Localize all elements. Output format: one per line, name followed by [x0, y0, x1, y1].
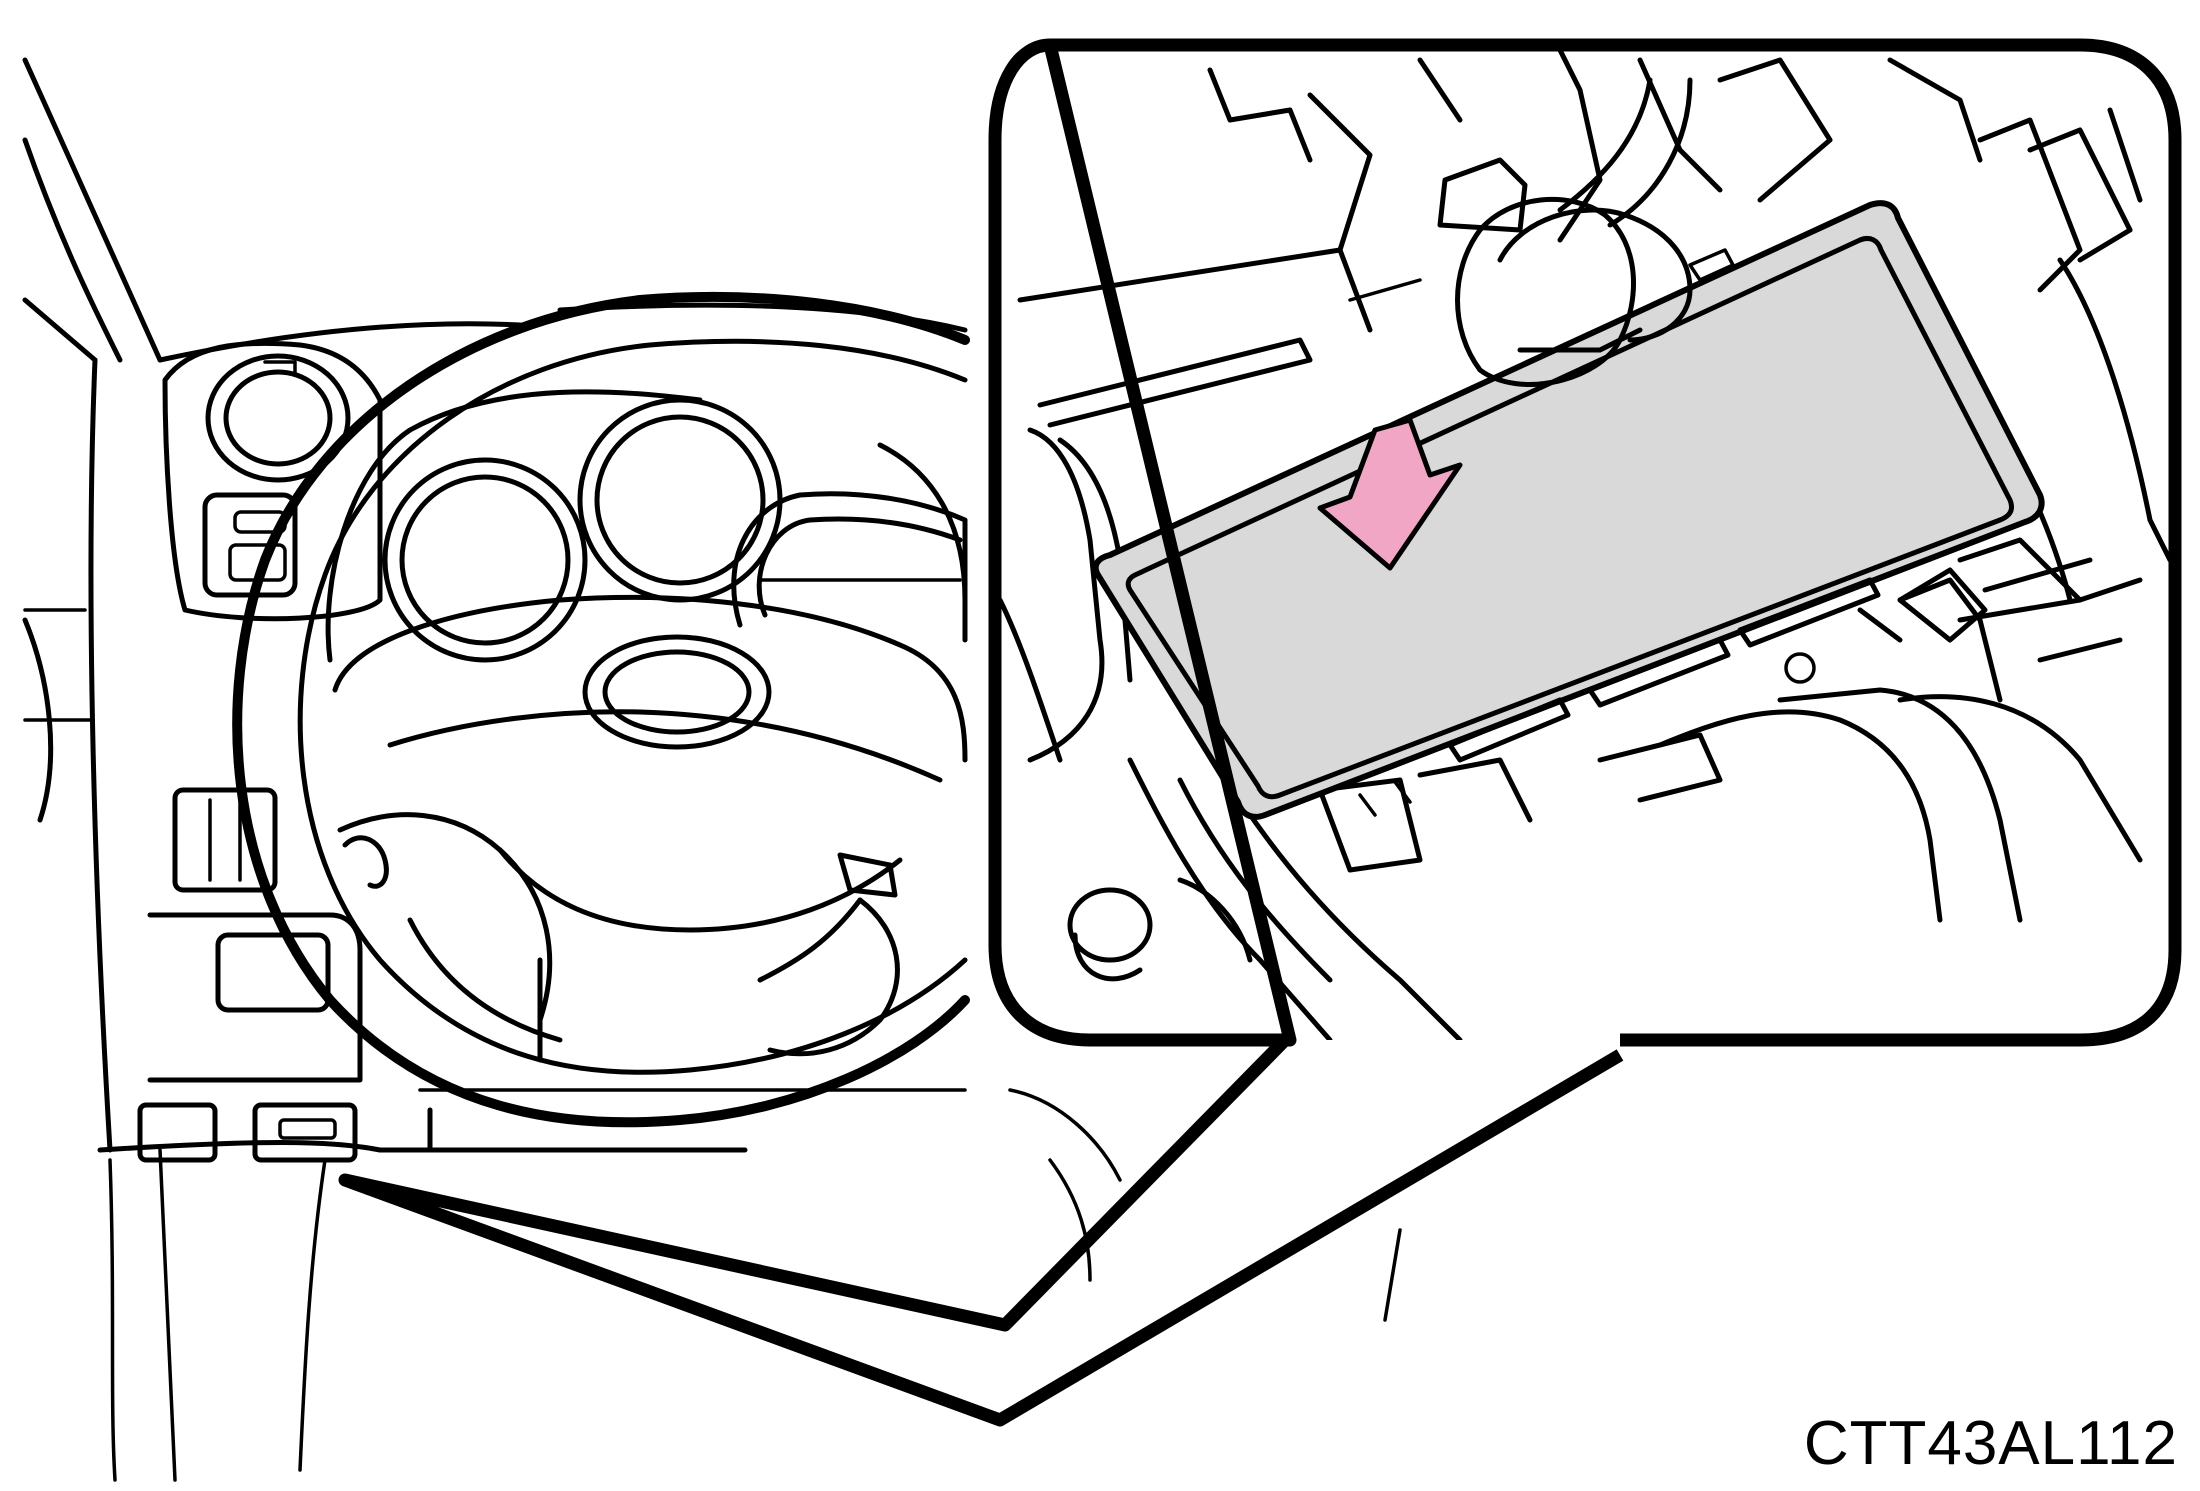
inset-frame	[988, 38, 2182, 1047]
fuse-box	[1092, 200, 2045, 820]
instrument-cluster	[325, 389, 968, 663]
callout-pointer	[338, 1030, 1624, 1427]
magnified-inset	[988, 38, 2182, 1047]
dashboard-overview	[22, 57, 968, 1482]
dashboard-right	[1008, 1088, 1402, 1322]
figure-code: CTT43AL112	[1803, 1409, 2178, 1478]
steering-wheel	[232, 291, 970, 1153]
down-arrow-icon	[1317, 417, 1463, 571]
hand	[1037, 77, 1693, 428]
